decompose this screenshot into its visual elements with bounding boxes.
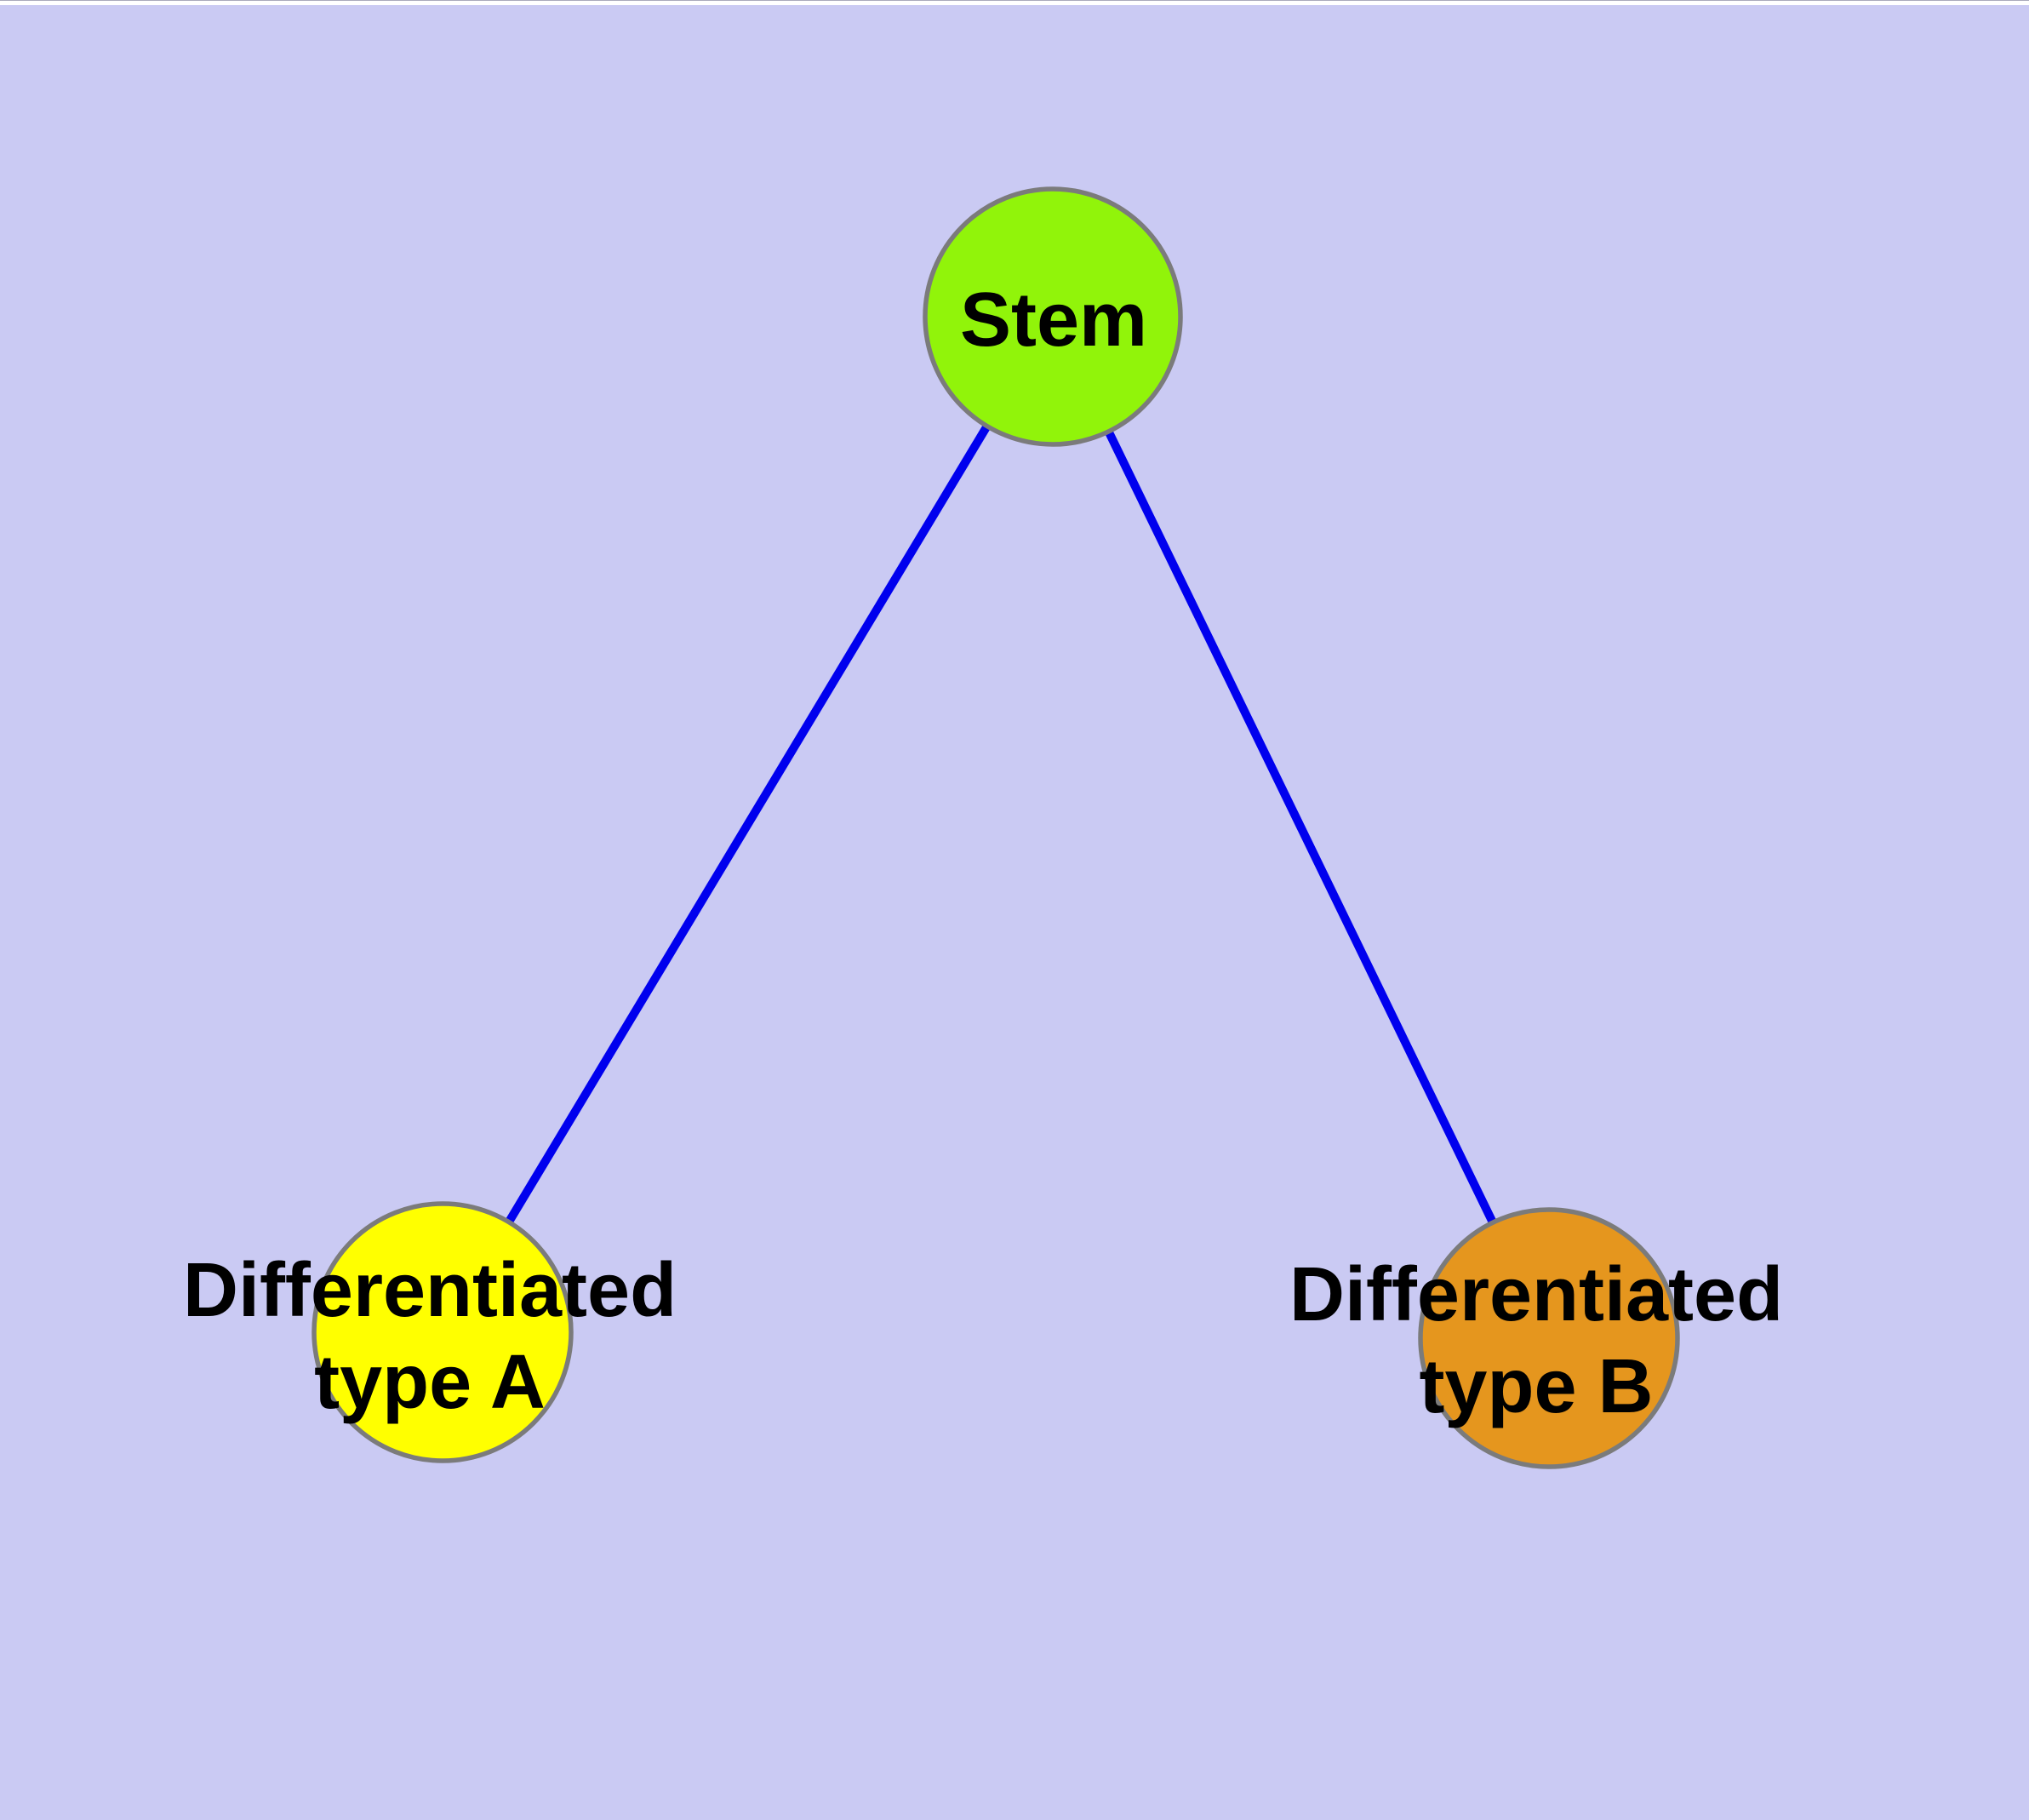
edge-stem-to-type-a [438,314,1057,1335]
type-a-node-circle [311,1201,574,1463]
stem-node-circle [923,186,1183,447]
type-b-node-circle [1418,1207,1680,1469]
edge-stem-to-type-b [1049,314,1553,1341]
top-edge-strip [0,0,2029,5]
